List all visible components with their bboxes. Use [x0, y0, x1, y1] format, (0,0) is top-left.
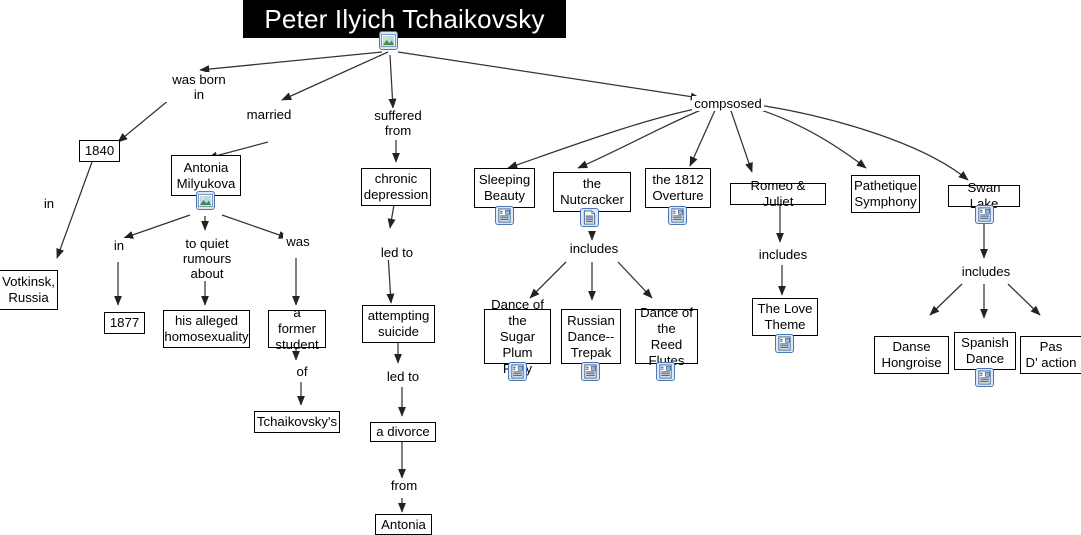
- node-label: Votkinsk, Russia: [2, 274, 55, 305]
- edge-label-includes-nutcracker: includes: [565, 241, 623, 256]
- node-label: Danse Hongroise: [881, 339, 942, 370]
- edge-label-includes-romeo: includes: [754, 247, 812, 262]
- node-danse-hongroise[interactable]: Danse Hongroise: [874, 336, 949, 374]
- edge-label-from: from: [386, 478, 422, 493]
- document-image-icon[interactable]: [495, 206, 514, 225]
- node-the-love-theme[interactable]: The Love Theme: [752, 298, 818, 336]
- edge-label-of: of: [291, 364, 313, 379]
- node-label: Spanish Dance: [961, 335, 1009, 366]
- node-sleeping-beauty[interactable]: Sleeping Beauty: [474, 168, 535, 208]
- node-a-divorce[interactable]: a divorce: [370, 422, 436, 442]
- node-label: Romeo & Juliet: [750, 178, 806, 209]
- node-swan-lake[interactable]: Swan Lake: [948, 180, 1020, 211]
- node-his-alleged-homosexuality[interactable]: his alleged homosexuality: [163, 310, 250, 348]
- edge-label-was: was: [283, 234, 313, 249]
- node-label: Antonia Milyukova: [176, 159, 236, 191]
- edge-label-in-votkinsk: in: [38, 196, 60, 211]
- document-icon[interactable]: [580, 208, 599, 227]
- node-label: The Love Theme: [757, 301, 813, 332]
- node-label: Pas D' action: [1025, 339, 1077, 370]
- node-label: 1877: [109, 315, 140, 330]
- edge-label-suffered-from: suffered from: [368, 108, 428, 138]
- node-label: attempting suicide: [367, 308, 430, 339]
- node-romeo-and-juliet[interactable]: Romeo & Juliet: [730, 178, 826, 209]
- edge-label-married: married: [240, 107, 298, 122]
- node-label: chronic depression: [363, 171, 429, 202]
- edge-label-led-to-1: led to: [374, 245, 420, 260]
- node-dance-of-the-reed-flutes[interactable]: Dance of the Reed Flutes: [635, 305, 698, 368]
- edge-label-to-quiet-rumours-about: to quiet rumours about: [174, 236, 240, 281]
- node-the-1812-overture[interactable]: the 1812 Overture: [645, 168, 711, 208]
- edge-label-led-to-2: led to: [380, 369, 426, 384]
- node-the-nutcracker[interactable]: the Nutcracker: [553, 172, 631, 212]
- document-image-icon[interactable]: [668, 206, 687, 225]
- document-image-icon[interactable]: [656, 362, 675, 381]
- document-image-icon[interactable]: [975, 368, 994, 387]
- node-russian-dance-trepak[interactable]: Russian Dance-- Trepak: [561, 309, 621, 364]
- node-label: Pathetique Symphony: [853, 178, 918, 209]
- edge-label-compsosed: compsosed: [692, 96, 764, 111]
- node-label: his alleged homosexuality: [164, 313, 249, 344]
- node-label: a former student: [275, 305, 319, 352]
- node-label: the 1812 Overture: [652, 172, 704, 203]
- node-spanish-dance[interactable]: Spanish Dance: [954, 332, 1016, 370]
- node-1840[interactable]: 1840: [79, 140, 120, 162]
- node-1877[interactable]: 1877: [104, 312, 145, 334]
- node-label: Sleeping Beauty: [478, 172, 531, 203]
- image-icon[interactable]: [196, 191, 215, 210]
- edge-label-was-born-in: was born in: [162, 72, 236, 102]
- image-icon[interactable]: [379, 31, 398, 50]
- node-antonia[interactable]: Antonia: [375, 514, 432, 535]
- page-title: Peter Ilyich Tchaikovsky: [243, 0, 566, 38]
- document-image-icon[interactable]: [775, 334, 794, 353]
- edge-label-includes-swanlake: includes: [957, 264, 1015, 279]
- node-antonia-milyukova[interactable]: Antonia Milyukova: [171, 155, 241, 196]
- document-image-icon[interactable]: [581, 362, 600, 381]
- node-label: Dance of the Reed Flutes: [640, 304, 693, 368]
- document-image-icon[interactable]: [975, 205, 994, 224]
- edge-label-in-1877: in: [108, 238, 130, 253]
- node-label: a divorce: [376, 424, 430, 439]
- node-label: Antonia: [381, 516, 426, 532]
- node-pathetique-symphony[interactable]: Pathetique Symphony: [851, 175, 920, 213]
- node-label: Tchaikovsky's: [256, 414, 338, 429]
- node-a-former-student[interactable]: a former student: [268, 305, 326, 352]
- node-dance-of-the-sugar-plum-fairy[interactable]: Dance of the Sugar Plum Fairy: [484, 297, 551, 376]
- node-tchaikovskys[interactable]: Tchaikovsky's: [254, 411, 340, 433]
- node-label: the Nutcracker: [560, 176, 624, 207]
- node-label: Russian Dance-- Trepak: [567, 312, 615, 360]
- node-attempting-suicide[interactable]: attempting suicide: [362, 305, 435, 343]
- node-pas-d-action[interactable]: Pas D' action: [1020, 336, 1081, 374]
- node-label: 1840: [84, 143, 115, 158]
- document-image-icon[interactable]: [508, 362, 527, 381]
- node-chronic-depression[interactable]: chronic depression: [361, 168, 431, 206]
- node-votkinsk-russia[interactable]: Votkinsk, Russia: [0, 270, 58, 310]
